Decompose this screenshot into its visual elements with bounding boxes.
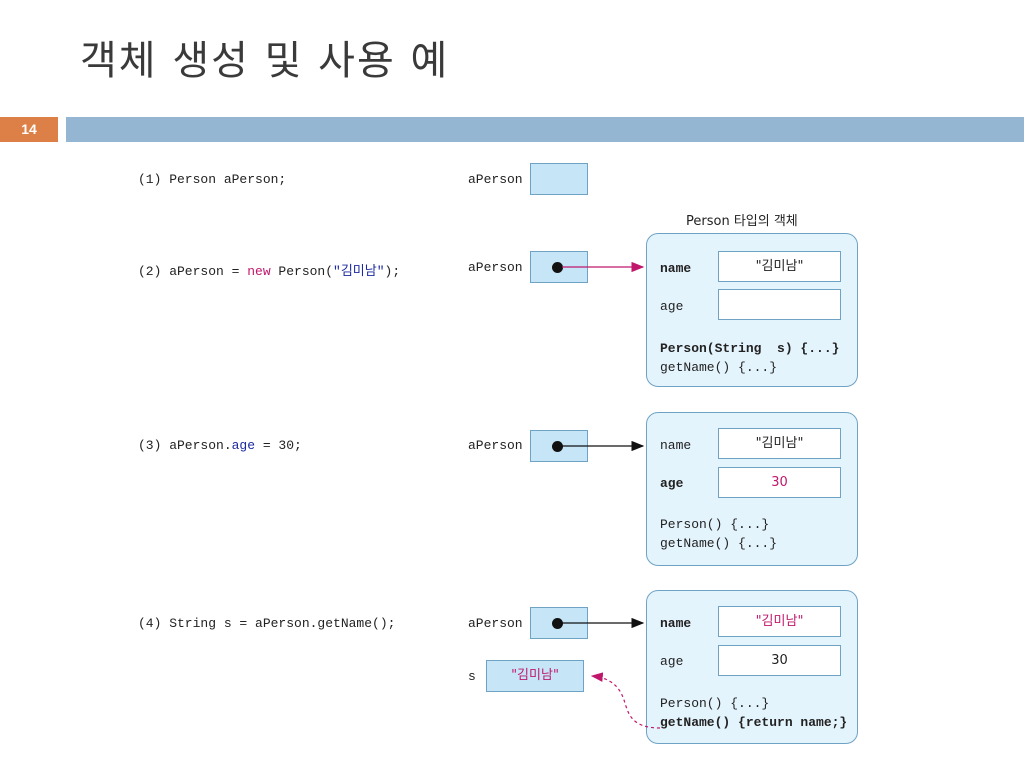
ref-label-3: aPerson [468,438,523,453]
person-object-2: name "김미남" age Person(String s) {...} ge… [646,233,858,387]
ref-label-4: aPerson [468,616,523,631]
person-object-3: name "김미남" age 30 Person() {...} getName… [646,412,858,566]
method-constructor: Person(String s) {...} [660,341,840,356]
field-name-name: name [660,261,692,276]
reference-dot [552,618,563,629]
return-arrow [590,672,661,729]
ref-box-3 [530,430,588,462]
slide-title: 객체 생성 및 사용 예 [80,38,450,84]
field-value-age: 30 [718,467,841,498]
method-getname: getName() {...} [660,360,778,375]
field-value-name: "김미남" [718,251,841,282]
string-literal: "김미남" [333,264,385,279]
s-label: s [468,669,476,684]
method-constructor: Person() {...} [660,696,770,711]
s-variable-box: "김미남" [486,660,584,692]
method-constructor: Person() {...} [660,517,770,532]
person-object-4: name "김미남" age 30 Person() {...} getName… [646,590,858,744]
field-name-age: age [660,476,684,491]
field-name-age: age [660,299,684,314]
slide-number: 14 [0,117,58,142]
reference-dot [552,441,563,452]
field-name-name: name [660,616,692,631]
ref-label-2: aPerson [468,260,523,275]
field-value-name: "김미남" [718,606,841,637]
code-line-3: (3) aPerson.age = 30; [138,438,302,453]
method-getname: getName() {return name;} [660,715,848,730]
object-caption: Person 타입의 객체 [686,214,798,229]
field-value-name: "김미남" [718,428,841,459]
method-getname: getName() {...} [660,536,778,551]
keyword-new: new [247,264,271,279]
header-bar [66,117,1024,142]
field-value-age [718,289,841,320]
code-line-1: (1) Person aPerson; [138,172,287,187]
field-value-age: 30 [718,645,841,676]
ref-box-1 [530,163,588,195]
field-name-name: name [660,438,692,453]
ref-label-1: aPerson [468,172,523,187]
code-line-4: (4) String s = aPerson.getName(); [138,616,396,631]
reference-dot [552,262,563,273]
field-name-age: age [660,654,684,669]
code-line-2: (2) aPerson = new Person("김미남"); [138,264,401,279]
field-access: age [231,438,256,453]
